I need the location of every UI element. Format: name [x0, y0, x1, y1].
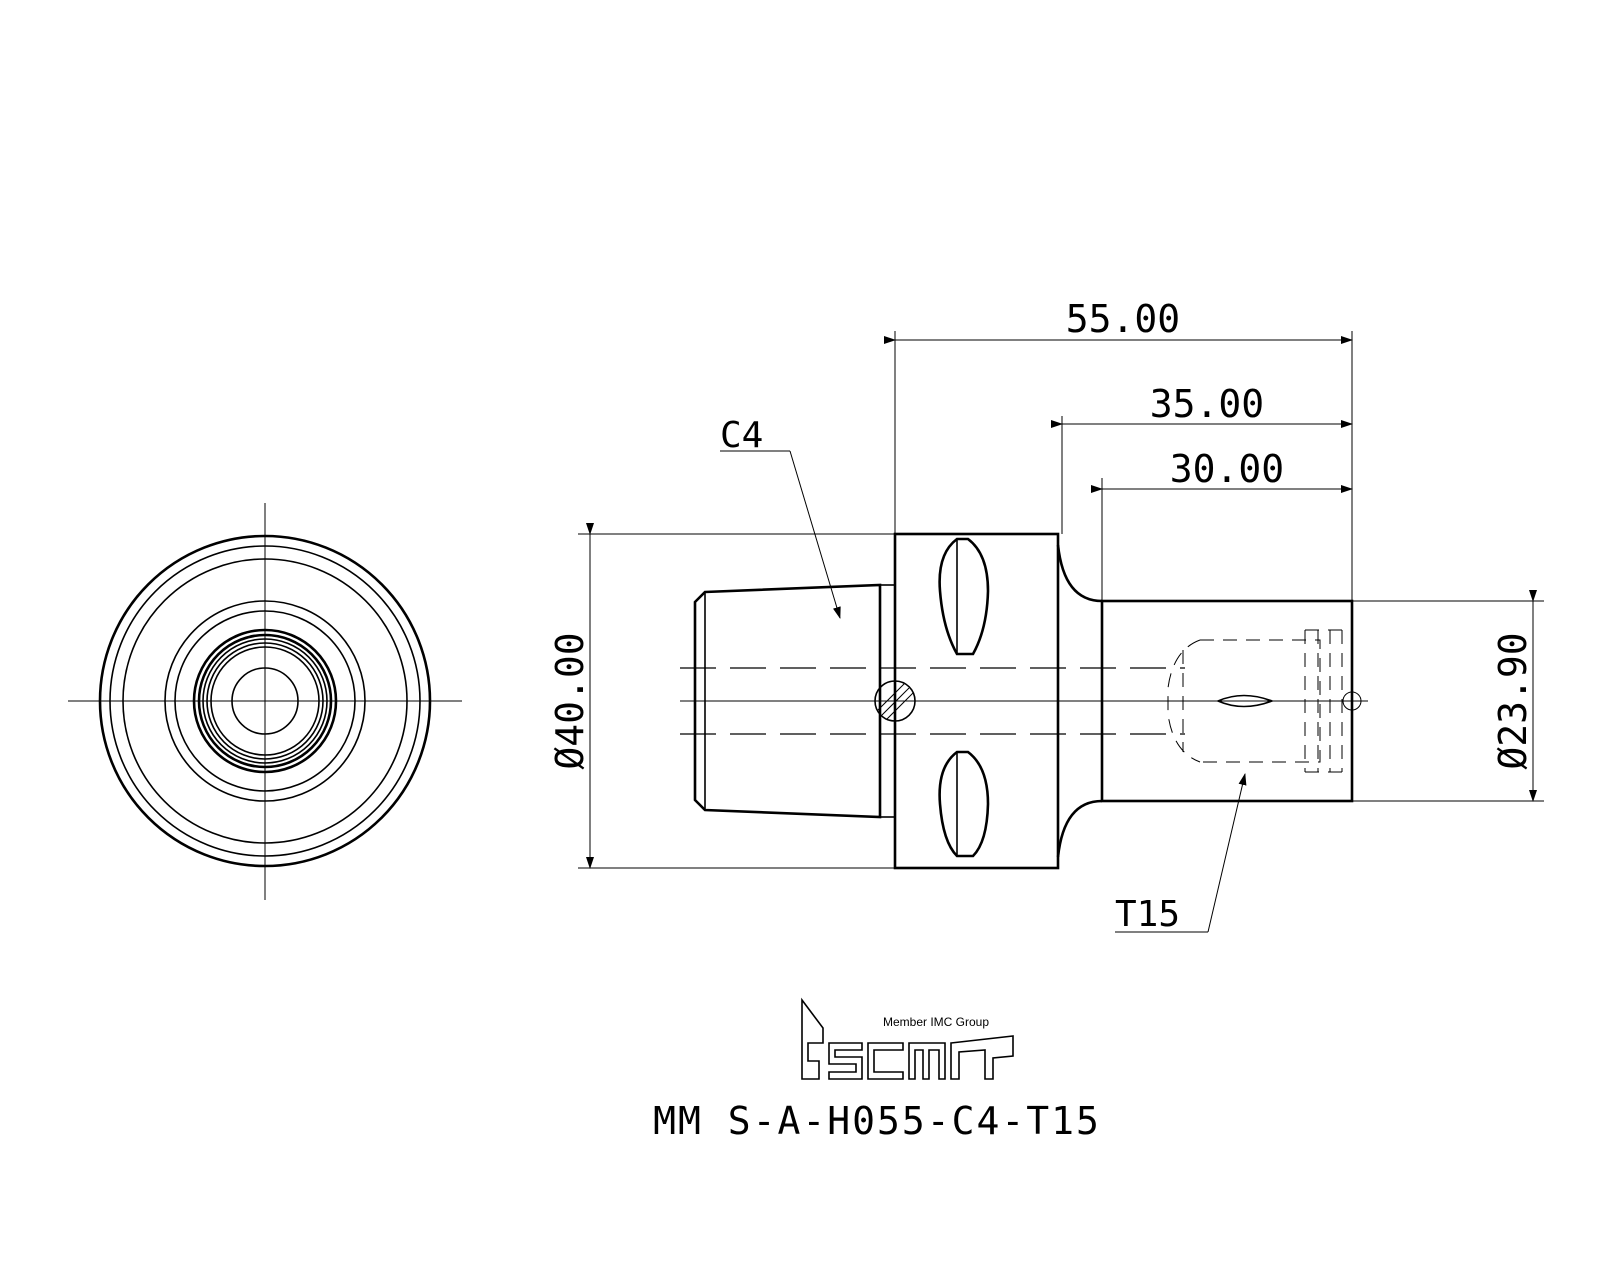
logo-tagline: Member IMC Group: [883, 1015, 989, 1029]
dimension-labels: 55.00 35.00 30.00 Ø40.00 Ø23.90 C4 T15: [548, 297, 1535, 935]
dim-shank-length: 35.00: [1150, 382, 1264, 426]
dim-shank-diameter: Ø23.90: [1491, 632, 1535, 769]
part-number: MM S-A-H055-C4-T15: [653, 1099, 1101, 1143]
side-view: [680, 532, 1368, 870]
callout-thread-size: T15: [1115, 894, 1180, 935]
end-view: [68, 503, 462, 900]
iscar-logo: Member IMC Group: [801, 997, 1014, 1080]
dimension-lines: [578, 331, 1544, 933]
dim-bore-depth: 30.00: [1170, 447, 1284, 491]
callout-clamping-size: C4: [720, 415, 763, 456]
dim-overall-length: 55.00: [1066, 297, 1180, 341]
dim-body-diameter: Ø40.00: [548, 632, 592, 769]
